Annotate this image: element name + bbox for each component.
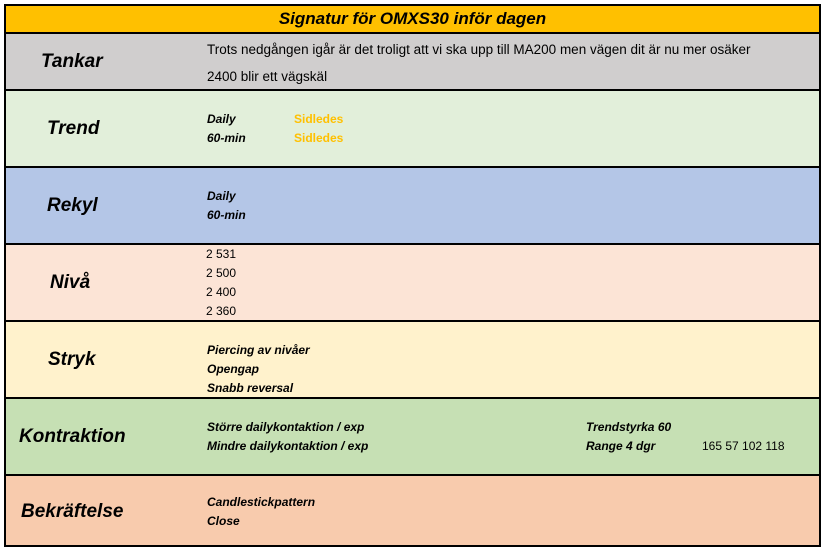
niva-level: 2 531 — [206, 247, 237, 261]
row-trend: Trend Daily Sidledes 60-min Sidledes — [6, 91, 819, 168]
trend-daily-value: Sidledes — [294, 112, 344, 126]
page-title: Signatur för OMXS30 inför dagen — [6, 6, 819, 34]
trend-60min-value: Sidledes — [294, 131, 344, 145]
trend-daily-label: Daily — [207, 112, 236, 126]
row-label-stryk: Stryk — [48, 349, 96, 370]
row-label-rekyl: Rekyl — [47, 195, 98, 216]
bekraftelse-item: Close — [207, 514, 240, 528]
row-label-tankar: Tankar — [41, 51, 103, 72]
niva-level: 2 500 — [206, 266, 237, 280]
kontraktion-left-1: Större dailykontaktion / exp — [207, 420, 365, 434]
trend-60min-label: 60-min — [207, 131, 246, 145]
row-label-trend: Trend — [47, 118, 100, 139]
signature-table: Signatur för OMXS30 inför dagen Tankar T… — [4, 4, 821, 547]
kontraktion-range-label: Range 4 dgr — [586, 439, 656, 453]
row-tankar: Tankar Trots nedgången igår är det troli… — [6, 34, 819, 91]
row-rekyl: Rekyl Daily 60-min — [6, 168, 819, 245]
row-niva: Nivå 2 531 2 500 2 400 2 360 — [6, 245, 819, 322]
bekraftelse-item: Candlestickpattern — [207, 495, 316, 509]
row-kontraktion: Kontraktion Större dailykontaktion / exp… — [6, 399, 819, 476]
row-stryk: Stryk Piercing av nivåer Opengap Snabb r… — [6, 322, 819, 399]
stryk-item: Snabb reversal — [207, 381, 294, 395]
row-label-kontraktion: Kontraktion — [19, 426, 126, 447]
rekyl-daily-label: Daily — [207, 189, 236, 203]
kontraktion-range-values: 165 57 102 118 — [702, 439, 785, 453]
row-bekraftelse: Bekräftelse Candlestickpattern Close — [6, 476, 819, 545]
tankar-line-1: Trots nedgången igår är det troligt att … — [207, 42, 751, 57]
kontraktion-left-2: Mindre dailykontaktion / exp — [207, 439, 369, 453]
kontraktion-trendstyrka: Trendstyrka 60 — [586, 420, 672, 434]
tankar-line-2: 2400 blir ett vägskäl — [207, 69, 328, 84]
stryk-item: Opengap — [207, 362, 260, 376]
row-label-bekraftelse: Bekräftelse — [21, 501, 124, 522]
rekyl-60min-label: 60-min — [207, 208, 246, 222]
niva-level: 2 360 — [206, 304, 237, 318]
row-label-niva: Nivå — [50, 272, 91, 293]
stryk-item: Piercing av nivåer — [207, 343, 310, 357]
niva-level: 2 400 — [206, 285, 237, 299]
